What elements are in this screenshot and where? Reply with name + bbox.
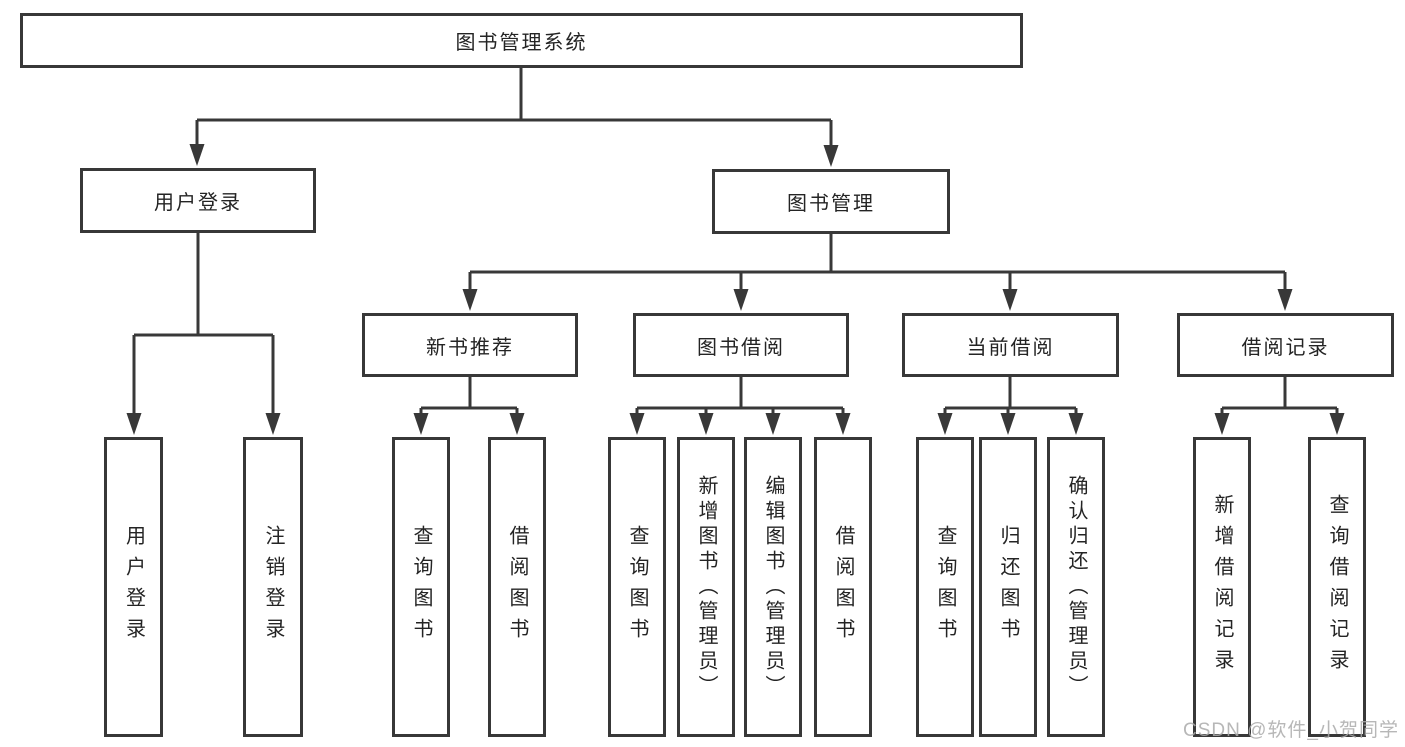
leaf-return-books-label: 归还图书 [997,525,1019,649]
node-root-library-system: 图书管理系统 [20,13,1023,68]
leaf-add-books-admin-label: 新增图书（管理员） [695,474,717,700]
leaf-newbook-query-books: 查询图书 [392,437,450,737]
leaf-add-borrow-record: 新增借阅记录 [1193,437,1251,737]
arrowheads [126,144,1345,435]
leaf-borrowing-query-books-label: 查询图书 [626,525,648,649]
leaf-current-query-books-label: 查询图书 [934,525,956,649]
node-user-login: 用户登录 [80,168,316,233]
node-user-login-label: 用户登录 [154,192,242,214]
node-book-management: 图书管理 [712,169,950,234]
leaf-borrowing-query-books: 查询图书 [608,437,666,737]
node-borrowing-records: 借阅记录 [1177,313,1394,377]
leaf-user-login-label: 用户登录 [122,525,145,649]
node-book-management-label: 图书管理 [787,193,875,215]
leaf-return-books: 归还图书 [979,437,1037,737]
leaf-add-books-admin: 新增图书（管理员） [677,437,735,737]
node-new-book-recommend: 新书推荐 [362,313,578,377]
leaf-edit-books-admin: 编辑图书（管理员） [744,437,802,737]
leaf-current-query-books: 查询图书 [916,437,974,737]
node-current-borrowing: 当前借阅 [902,313,1119,377]
node-current-borrowing-label: 当前借阅 [966,336,1055,359]
leaf-confirm-return-admin: 确认归还（管理员） [1047,437,1105,737]
node-root-label: 图书管理系统 [455,32,588,54]
leaf-confirm-return-admin-label: 确认归还（管理员） [1065,474,1087,700]
leaf-logout: 注销登录 [243,437,303,737]
leaf-query-borrow-record: 查询借阅记录 [1308,437,1366,737]
leaf-logout-label: 注销登录 [262,525,284,649]
leaf-edit-books-admin-label: 编辑图书（管理员） [762,474,784,700]
leaf-user-login: 用户登录 [104,437,163,737]
leaf-borrowing-borrow-books: 借阅图书 [814,437,872,737]
leaf-query-borrow-record-label: 查询借阅记录 [1326,494,1348,680]
node-new-book-recommend-label: 新书推荐 [426,336,514,359]
leaf-newbook-borrow-books-label: 借阅图书 [506,525,528,649]
leaf-newbook-borrow-books: 借阅图书 [488,437,546,737]
leaf-newbook-query-books-label: 查询图书 [410,525,432,649]
node-book-borrowing-label: 图书借阅 [697,336,785,359]
leaf-add-borrow-record-label: 新增借阅记录 [1211,494,1233,680]
node-book-borrowing: 图书借阅 [633,313,849,377]
node-borrowing-records-label: 借阅记录 [1241,336,1330,359]
leaf-borrowing-borrow-books-label: 借阅图书 [832,525,854,649]
csdn-watermark: CSDN @软件_小贺同学 [1183,720,1399,741]
